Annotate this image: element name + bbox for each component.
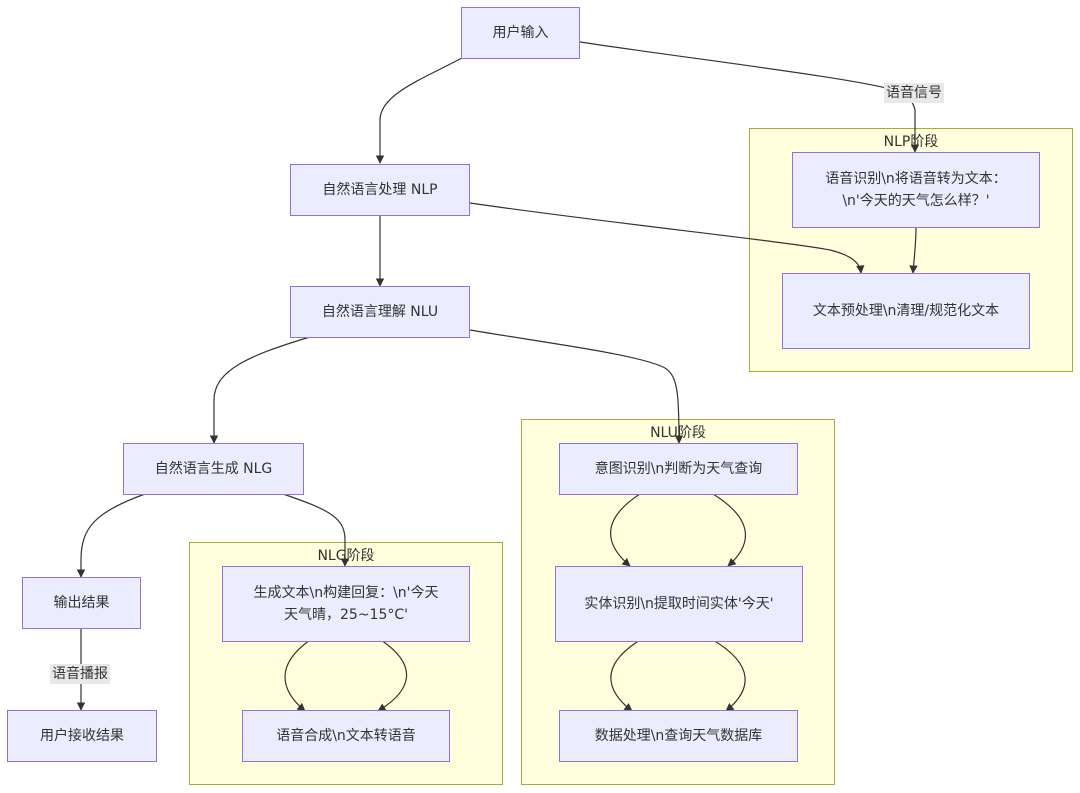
edge-intent-to-entity-left [610, 493, 641, 567]
node-output[interactable]: 输出结果 [22, 577, 141, 629]
edge-nlu-to-intent [469, 329, 684, 444]
node-speech-recognition[interactable]: 语音识别\n将语音转为文本：\n'今天的天气怎么样？' [792, 152, 1040, 228]
node-data-process[interactable]: 数据处理\n查询天气数据库 [559, 710, 798, 762]
edge-input-to-nlp [375, 57, 463, 164]
edge-generate-to-tts-right [377, 639, 408, 712]
node-nlp[interactable]: 自然语言处理 NLP [290, 164, 470, 216]
edge-generate-to-tts-left [284, 639, 311, 712]
edge-entity-to-data-left [610, 639, 641, 712]
cluster-nlu-stage-title: NLU阶段 [650, 425, 706, 441]
cluster-nlg-stage-title: NLG阶段 [317, 548, 375, 564]
edge-input-to-speech-recognition [579, 41, 920, 153]
node-nlu[interactable]: 自然语言理解 NLU [290, 286, 470, 338]
node-tts[interactable]: 语音合成\n文本转语音 [242, 710, 450, 762]
edge-nlg-to-output [76, 493, 146, 578]
edge-intent-to-entity-right [712, 493, 747, 567]
node-entity[interactable]: 实体识别\n提取时间实体'今天' [555, 566, 803, 642]
node-user-receive[interactable]: 用户接收结果 [7, 710, 157, 762]
edge-label-voice-broadcast: 语音播报 [50, 664, 110, 684]
node-generate-text[interactable]: 生成文本\n构建回复：\n'今天天气晴，25~15°C' [222, 566, 470, 642]
node-text-preprocess[interactable]: 文本预处理\n清理/规范化文本 [782, 273, 1030, 349]
node-user-input[interactable]: 用户输入 [461, 7, 580, 59]
node-nlg[interactable]: 自然语言生成 NLG [123, 443, 304, 495]
edge-nlp-to-preprocess [469, 202, 865, 274]
edge-nlg-to-generate [282, 493, 350, 567]
edge-speech-to-preprocess [909, 226, 918, 274]
edge-entity-to-data-right [712, 639, 746, 712]
cluster-nlp-stage-title: NLP阶段 [883, 134, 939, 150]
edge-label-speech-signal: 语音信号 [884, 83, 944, 103]
edge-nlu-to-nlg [209, 336, 311, 444]
node-intent[interactable]: 意图识别\n判断为天气查询 [559, 443, 798, 495]
